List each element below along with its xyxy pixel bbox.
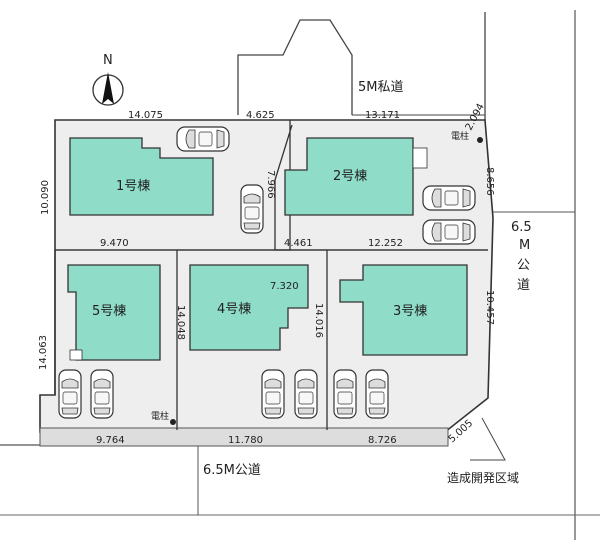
car-lot-5-b	[90, 369, 114, 419]
private-road-outline	[237, 19, 353, 115]
dim-lot2-bottom-right: 12.252	[368, 238, 403, 249]
dim-top-left: 14.075	[128, 110, 163, 121]
car-lot-1-b	[240, 184, 264, 234]
dim-lot3-bottom: 8.726	[368, 435, 397, 446]
house-3	[339, 264, 468, 356]
dim-lot3-right: 10.457	[484, 290, 495, 325]
public-road-right-label-4: 道	[517, 278, 530, 293]
development-area-label: 造成開発区域	[447, 471, 519, 485]
car-lot-4-b	[294, 369, 318, 419]
car-lot-3-b	[365, 369, 389, 419]
public-road-right-label-2: M	[519, 238, 530, 253]
public-road-right-label-1: 6.5	[511, 220, 532, 235]
utility-pole-marker-bottom	[170, 419, 176, 425]
dim-lot1-bottom: 9.470	[100, 238, 129, 249]
house-4	[189, 264, 309, 351]
dim-lot2-right: 8.656	[484, 167, 495, 196]
dim-lot5-bottom: 9.764	[96, 435, 125, 446]
house-2-entrance	[412, 147, 428, 169]
house-5-entrance	[69, 349, 83, 361]
house-5-label: 5号棟	[92, 304, 126, 319]
utility-pole-label-top: 電柱	[451, 130, 469, 142]
house-1-label: 1号棟	[116, 179, 150, 194]
house-1	[69, 137, 214, 216]
dim-lot4-bottom: 11.780	[228, 435, 263, 446]
dim-lot1-right: 7.966	[265, 170, 276, 199]
house-2-label: 2号棟	[333, 169, 367, 184]
dim-top-mid: 4.625	[246, 110, 275, 121]
dim-lot2-bottom-left: 4.461	[284, 238, 313, 249]
house-2	[284, 137, 414, 216]
north-arrow: N	[92, 53, 124, 106]
public-road-right-label-3: 公	[517, 258, 530, 273]
car-lot-1-a	[176, 126, 230, 152]
car-lot-4-a	[261, 369, 285, 419]
public-road-bottom-label: 6.5M公道	[203, 463, 261, 478]
development-area-leader	[470, 417, 506, 461]
dim-lot4-right: 14.016	[313, 303, 324, 338]
dim-lot1-left: 10.090	[40, 180, 51, 215]
dim-top-right: 13.171	[365, 110, 400, 121]
private-road-label: 5M私道	[358, 80, 404, 95]
dim-lot4-left: 14.048	[175, 305, 186, 340]
house-3-label: 3号棟	[393, 304, 427, 319]
sidewalk-strip	[39, 427, 449, 447]
right-road-area	[486, 10, 600, 450]
car-lot-2-b	[422, 219, 476, 245]
house-4-label: 4号棟	[217, 302, 251, 317]
utility-pole-label-bottom: 電柱	[151, 410, 169, 422]
utility-pole-marker-top	[477, 137, 483, 143]
dim-lot5-left: 14.063	[38, 335, 49, 370]
north-arrow-icon	[102, 72, 114, 104]
car-lot-3-a	[333, 369, 357, 419]
north-label: N	[103, 53, 113, 68]
car-lot-5-a	[58, 369, 82, 419]
dim-lot4-inner: 7.320	[270, 281, 299, 292]
car-lot-2-a	[422, 185, 476, 211]
